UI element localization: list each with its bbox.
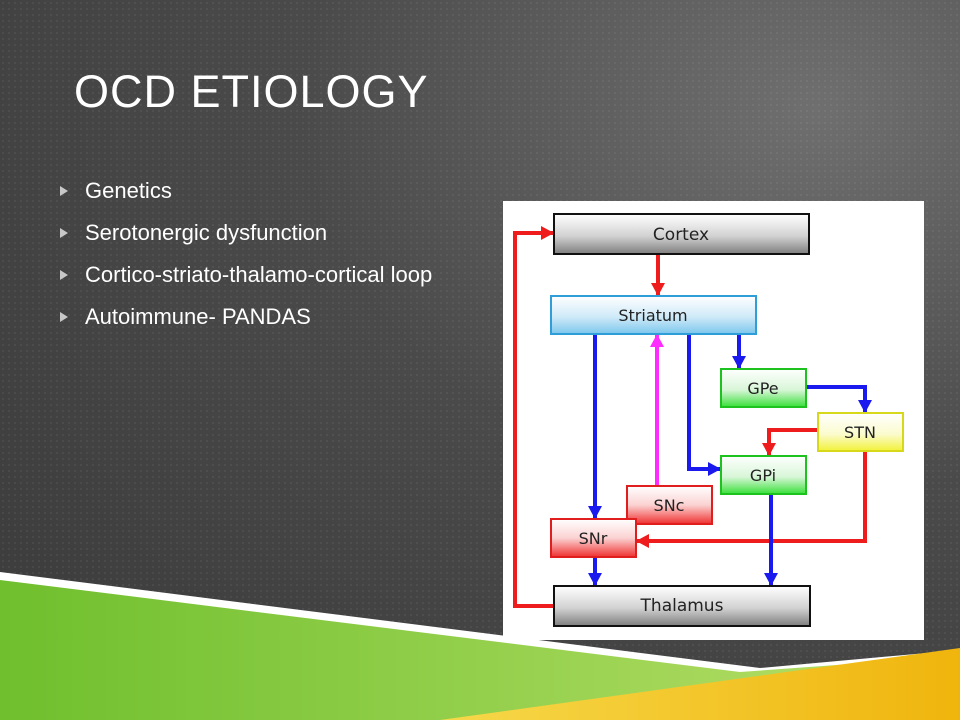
diagram-svg: Cortex Striatum GPe STN GPi SNc [513, 213, 904, 627]
striatum-label: Striatum [618, 306, 687, 325]
gpe-node: GPe [720, 368, 807, 408]
striatum-to-gpe-arrowhead [732, 356, 746, 369]
gpi-box [720, 455, 807, 495]
thalamus-box [553, 585, 811, 627]
slide-title: OCD ETIOLOGY [74, 66, 429, 117]
striatum-to-snr-arrowhead [588, 506, 602, 519]
bullet-item: Genetics [58, 176, 458, 205]
gpe-to-stn-arrowhead [858, 400, 872, 413]
snr-box [550, 518, 637, 558]
stn-node: STN [817, 412, 904, 452]
bullet-arrow-icon [60, 270, 68, 280]
stn-to-snr-arrowhead [636, 534, 649, 548]
snr-label: SNr [579, 529, 608, 548]
thalamus-label: Thalamus [640, 596, 724, 616]
bullet-item: Cortico-striato-thalamo-cortical loop [58, 260, 458, 289]
bullet-arrow-icon [60, 228, 68, 238]
thalamus-to-cortex-arrowhead [541, 226, 554, 240]
bullet-arrow-icon [60, 312, 68, 322]
bullet-item: Serotonergic dysfunction [58, 218, 458, 247]
stn-box [817, 412, 904, 452]
stn-to-gpi-arrowhead [762, 443, 776, 456]
bullet-text: Serotonergic dysfunction [85, 220, 328, 245]
basal-ganglia-diagram: Cortex Striatum GPe STN GPi SNc [503, 201, 924, 640]
stn-to-gpi-line [767, 428, 823, 456]
striatum-to-gpi-line [687, 334, 721, 471]
cortex-to-striatum-arrowhead [651, 283, 665, 296]
striatum-box [550, 295, 757, 335]
bullet-arrow-icon [60, 186, 68, 196]
snc-box [626, 485, 713, 525]
snc-node: SNc [626, 485, 713, 525]
stn-to-snr-line [636, 451, 867, 543]
thalamus-to-cortex-line [513, 231, 554, 608]
gpi-node: GPi [720, 455, 807, 495]
snc-label: SNc [654, 496, 685, 515]
bullet-item: Autoimmune- PANDAS [58, 302, 458, 331]
footer-decoration [0, 572, 960, 720]
gpi-label: GPi [750, 466, 776, 485]
bullet-text: Genetics [85, 178, 172, 203]
snr-to-thalamus-arrowhead [588, 573, 602, 586]
striatum-node: Striatum [550, 295, 757, 335]
snr-node: SNr [550, 518, 637, 558]
bullet-text: Autoimmune- PANDAS [85, 304, 311, 329]
gpe-to-stn-line [806, 385, 867, 413]
cortex-label: Cortex [653, 225, 709, 245]
footer-yellow-band [440, 648, 960, 720]
diagram-connections [513, 226, 872, 608]
bullet-list: Genetics Serotonergic dysfunction Cortic… [58, 176, 458, 344]
cortex-box [553, 213, 810, 255]
gpi-to-thalamus-arrowhead [764, 573, 778, 586]
striatum-to-gpi-arrowhead [708, 462, 721, 476]
cortex-node: Cortex [553, 213, 810, 255]
stn-label: STN [844, 423, 876, 442]
snc-to-striatum-arrowhead [650, 334, 664, 347]
gpe-box [720, 368, 807, 408]
thalamus-node: Thalamus [553, 585, 811, 627]
bullet-text: Cortico-striato-thalamo-cortical loop [85, 262, 433, 287]
gpe-label: GPe [747, 379, 778, 398]
